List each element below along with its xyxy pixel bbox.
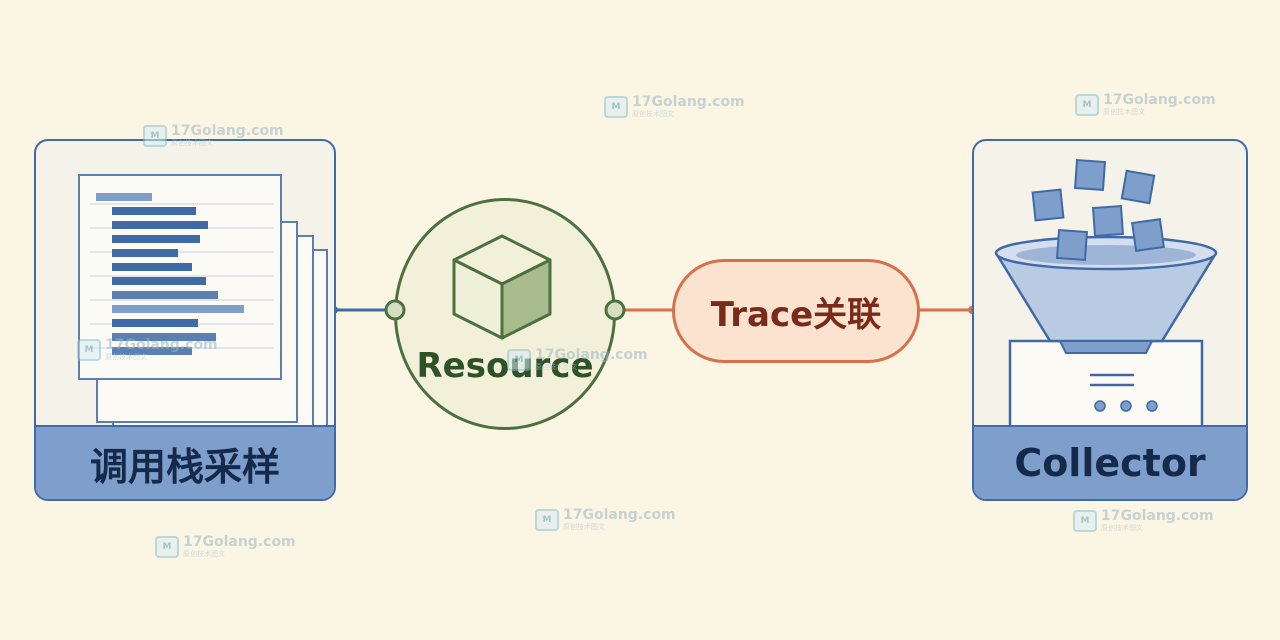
trace-association-pill: Trace关联 xyxy=(672,259,920,363)
trace-association-label: Trace关联 xyxy=(710,294,882,335)
watermark-logo-icon: M xyxy=(535,508,559,531)
watermark-logo-icon: M xyxy=(143,124,167,147)
resource-node-ports xyxy=(384,299,626,321)
resource-label: Resource xyxy=(416,346,594,386)
stack-bars xyxy=(90,193,274,355)
collector-label: Collector xyxy=(974,425,1246,499)
watermark-logo-icon: M xyxy=(1075,93,1099,116)
watermark-logo-icon: M xyxy=(604,95,628,118)
call-stack-sampling-panel: 调用栈采样 xyxy=(34,139,336,501)
collector-panel: Collector xyxy=(972,139,1248,501)
funnel-collector-icon xyxy=(994,158,1218,431)
watermark-logo-icon: M xyxy=(1073,509,1097,532)
stacked-documents-icon xyxy=(36,141,334,451)
watermark-logo-icon: M xyxy=(77,338,101,361)
watermark-logo-icon: M xyxy=(507,348,531,371)
resource-right-port xyxy=(604,299,626,321)
resource-left-port xyxy=(384,299,406,321)
call-stack-sampling-label: 调用栈采样 xyxy=(36,425,334,499)
document-sheet-front xyxy=(78,174,282,380)
cube-icon xyxy=(452,234,552,340)
watermark-logo-icon: M xyxy=(155,535,179,558)
